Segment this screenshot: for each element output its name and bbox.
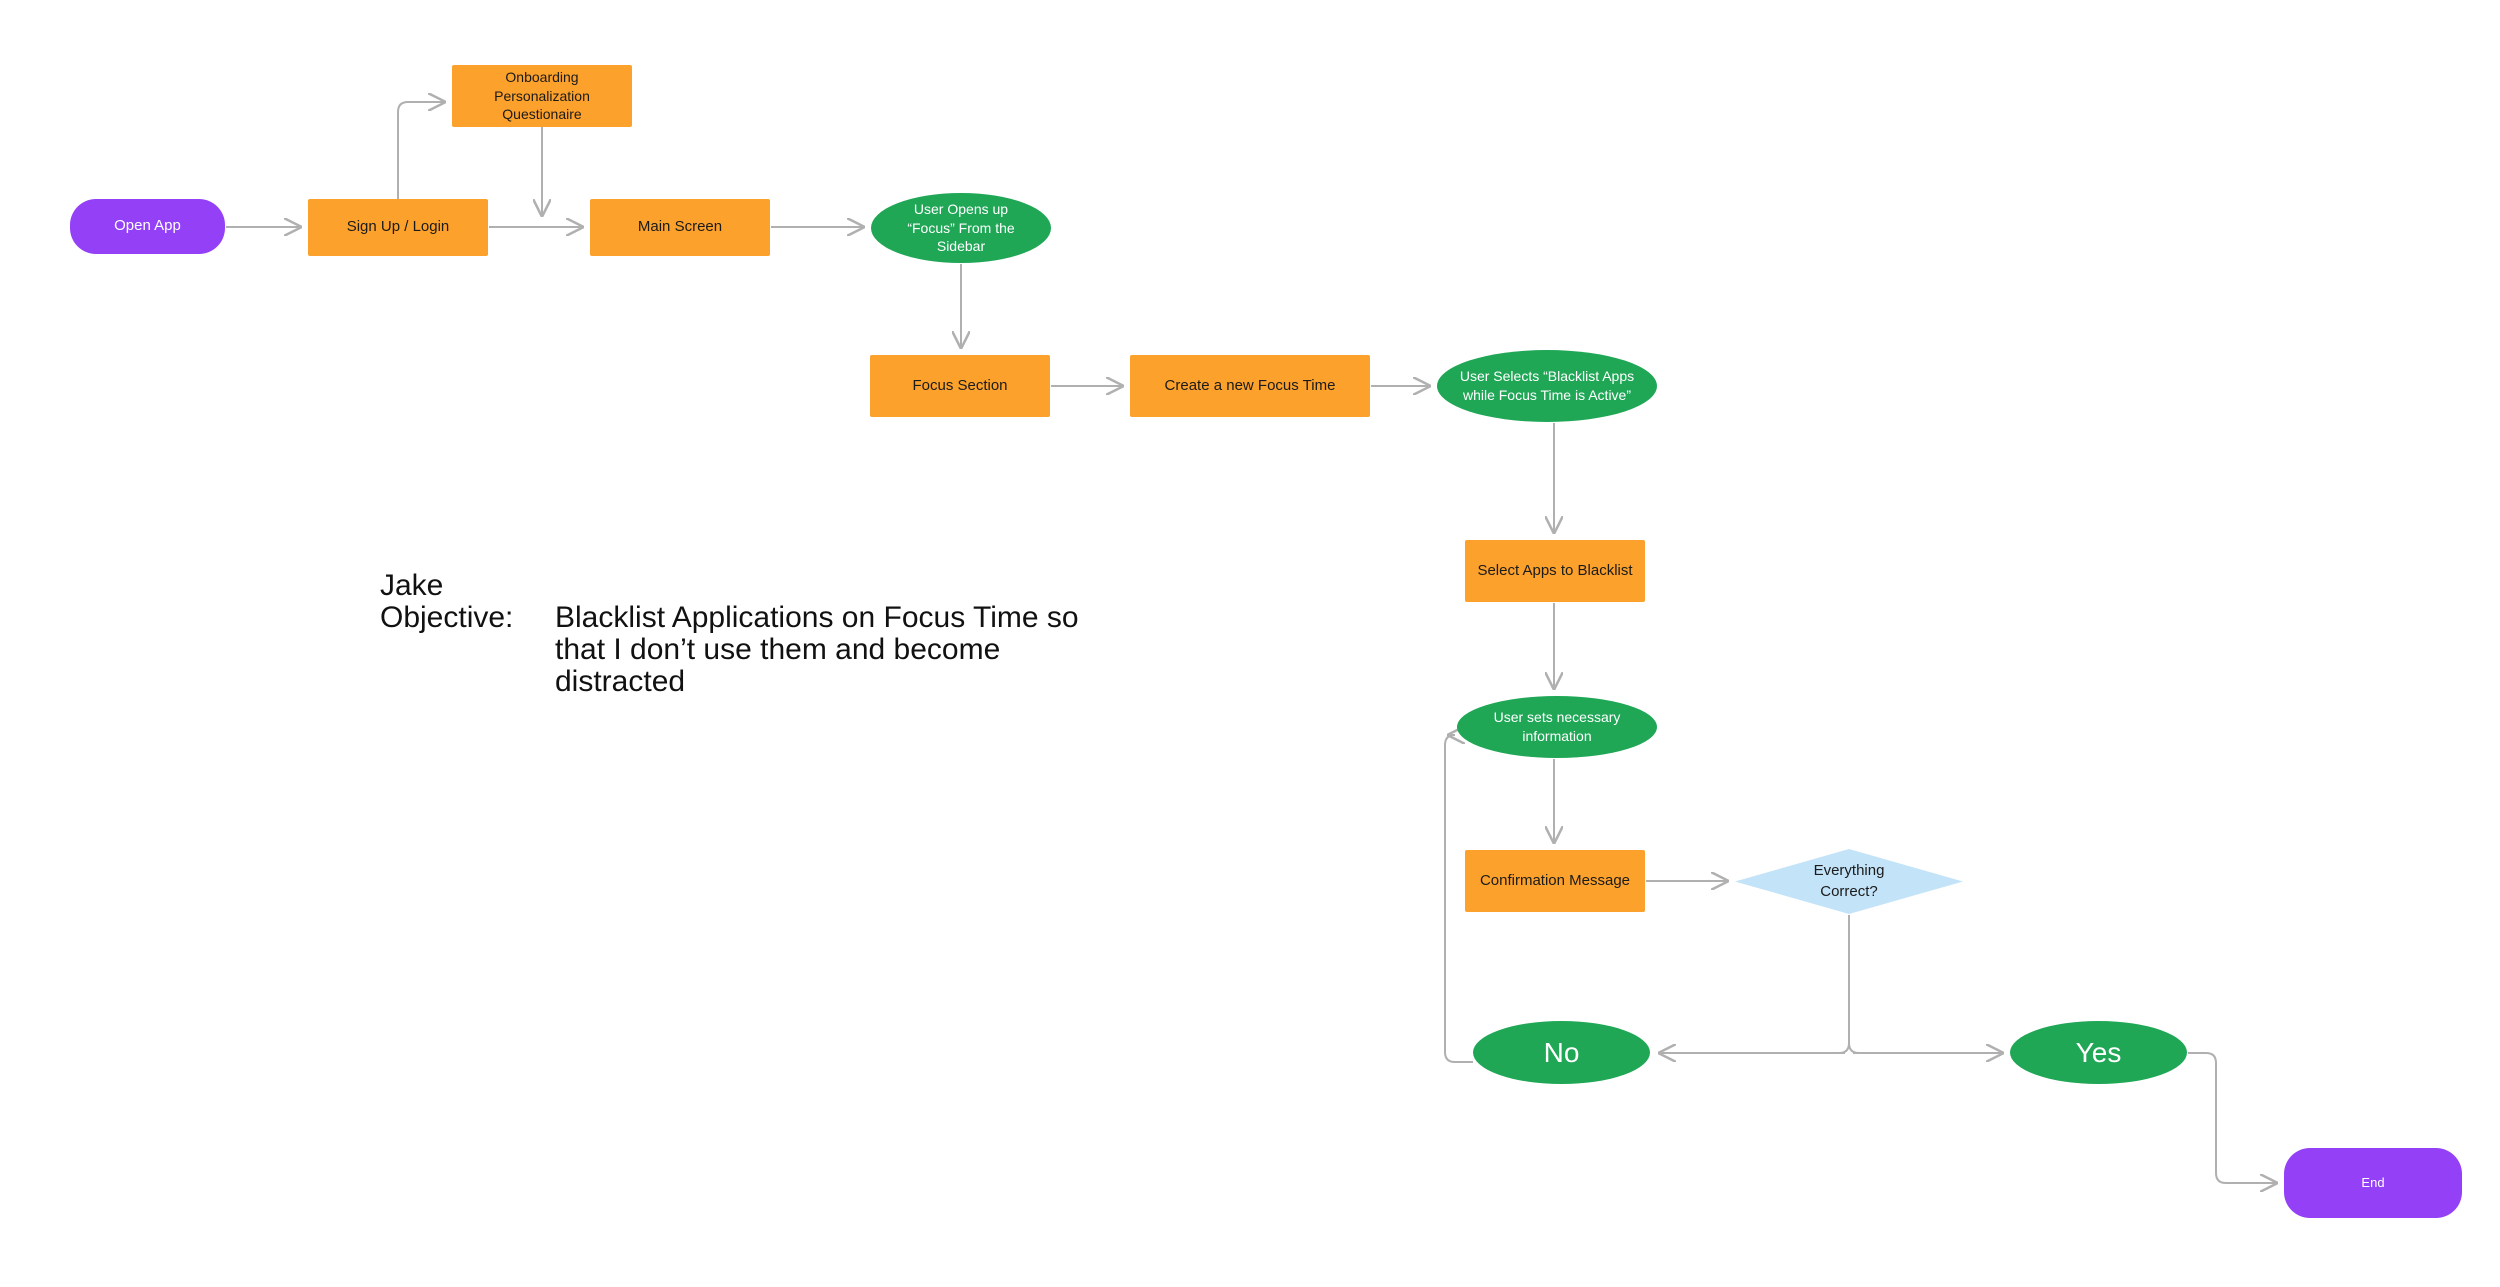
node-label-create-focus-time: Create a new Focus Time: [1164, 376, 1336, 394]
persona-block: Jake Objective: Blacklist Applications o…: [380, 569, 1079, 699]
node-label-yes: Yes: [2075, 1036, 2122, 1068]
persona-objective-label: Objective:: [380, 601, 514, 635]
node-sign-up-login[interactable]: Sign Up / Login: [308, 199, 488, 256]
persona-objective-row: Objective: Blacklist Applications on Foc…: [380, 601, 1079, 699]
node-user-opens-focus[interactable]: User Opens up “Focus” From the Sidebar: [871, 193, 1051, 263]
node-everything-correct-decision[interactable]: Everything Correct?: [1735, 849, 1963, 914]
node-focus-section[interactable]: Focus Section: [870, 355, 1050, 417]
node-label-user-selects-blacklist: User Selects “Blacklist Apps while Focus…: [1459, 368, 1635, 403]
node-user-sets-information[interactable]: User sets necessary information: [1457, 696, 1657, 758]
node-label-user-opens-focus: User Opens up “Focus” From the Sidebar: [907, 200, 1015, 255]
node-yes[interactable]: Yes: [2010, 1021, 2187, 1084]
edge-yes-to-end: [2188, 1052, 2276, 1183]
node-label-everything-correct: Everything Correct?: [1813, 862, 1885, 900]
node-label-sign-up-login: Sign Up / Login: [346, 218, 450, 236]
persona-name: Jake: [380, 569, 444, 602]
node-no[interactable]: No: [1473, 1021, 1650, 1084]
node-label-open-app: Open App: [114, 217, 181, 235]
node-open-app[interactable]: Open App: [70, 199, 225, 254]
node-label-onboarding-questionnaire: Onboarding Personalization Questionaire: [494, 68, 590, 123]
node-create-focus-time[interactable]: Create a new Focus Time: [1130, 355, 1370, 417]
node-label-main-screen: Main Screen: [637, 218, 723, 236]
node-main-screen[interactable]: Main Screen: [590, 199, 770, 256]
node-user-selects-blacklist[interactable]: User Selects “Blacklist Apps while Focus…: [1437, 350, 1657, 422]
node-onboarding-questionnaire[interactable]: Onboarding Personalization Questionaire: [452, 65, 632, 127]
persona-objective-text: Blacklist Applications on Focus Time so …: [555, 601, 1079, 699]
node-end[interactable]: End: [2284, 1148, 2462, 1218]
node-confirmation-message[interactable]: Confirmation Message: [1465, 850, 1645, 912]
edge-decision-right-stem: [1848, 915, 1860, 1054]
node-select-apps-to-blacklist[interactable]: Select Apps to Blacklist: [1465, 540, 1645, 602]
node-label-end: End: [2361, 1175, 2385, 1191]
node-label-confirmation-message: Confirmation Message: [1479, 871, 1631, 889]
node-label-user-sets-information: User sets necessary information: [1493, 709, 1621, 744]
node-label-no: No: [1543, 1036, 1580, 1068]
node-label-focus-section: Focus Section: [912, 376, 1008, 394]
edge-sign-up-to-onboarding: [397, 102, 444, 199]
edge-decision-stem: [1838, 915, 1850, 1054]
node-label-select-apps-to-blacklist: Select Apps to Blacklist: [1477, 561, 1633, 579]
